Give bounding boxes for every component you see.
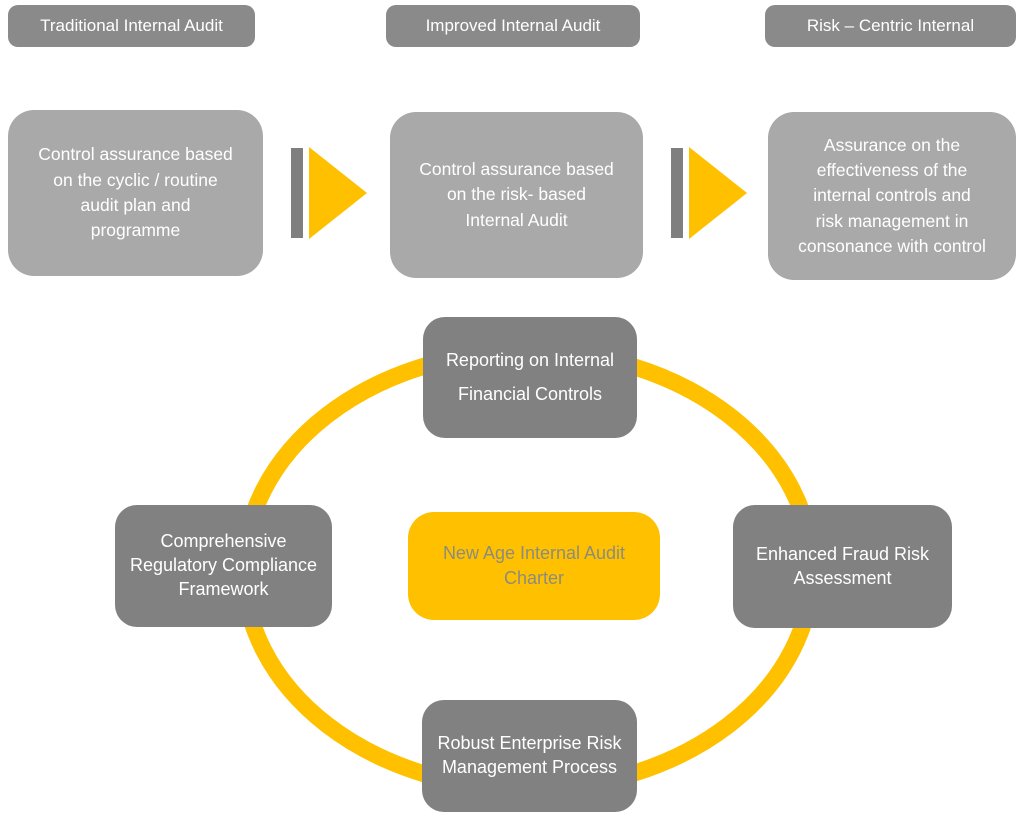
- content-risk-centric-audit-box: Assurance on the effectiveness of the in…: [768, 112, 1016, 280]
- content-improved-audit-box: Control assurance based on the risk- bas…: [390, 112, 643, 278]
- content-traditional-audit-box: Control assurance based on the cyclic / …: [8, 110, 263, 276]
- arrow-2-bar: [671, 148, 683, 238]
- node-reporting-internal-financial-controls: Reporting on Internal Financial Controls: [423, 317, 637, 438]
- header-traditional-internal-audit: Traditional Internal Audit: [8, 5, 255, 47]
- arrow-2-play-icon: [689, 147, 747, 239]
- header-risk-centric-internal: Risk – Centric Internal: [765, 5, 1016, 47]
- node-robust-enterprise-risk-management-process: Robust Enterprise Risk Management Proces…: [422, 700, 637, 812]
- header-improved-internal-audit: Improved Internal Audit: [386, 5, 640, 47]
- node-comprehensive-regulatory-compliance-framework: Comprehensive Regulatory Compliance Fram…: [115, 505, 332, 627]
- arrow-1-play-icon: [309, 147, 367, 239]
- arrow-1-bar: [291, 148, 303, 238]
- node-enhanced-fraud-risk-assessment: Enhanced Fraud Risk Assessment: [733, 505, 952, 628]
- center-new-age-internal-audit-charter: New Age Internal Audit Charter: [408, 512, 660, 620]
